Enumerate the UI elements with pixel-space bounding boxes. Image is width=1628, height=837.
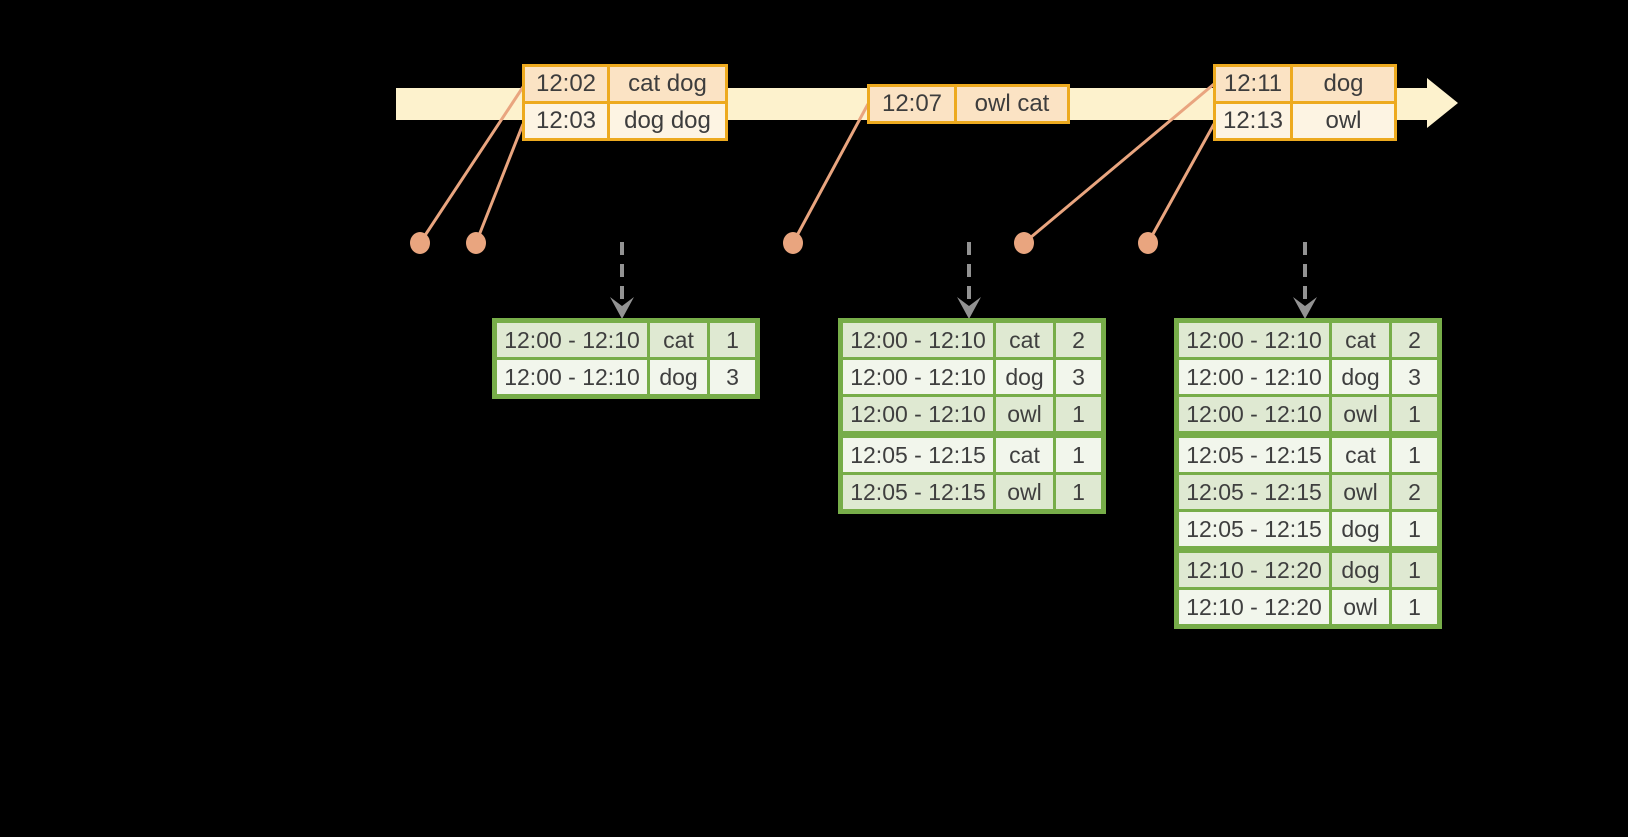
result-row: 12:10 - 12:20 dog 1 [1175,546,1441,590]
word-cell: cat [647,319,710,360]
result-row: 12:05 - 12:15 owl 2 [1175,472,1441,512]
event-connector-line [474,123,525,244]
result-row: 12:10 - 12:20 owl 1 [1175,587,1441,628]
word-cell: cat [1329,319,1392,360]
count-cell: 1 [1389,546,1441,590]
result-row: 12:00 - 12:10 cat 1 [493,319,759,360]
word-cell: cat [993,431,1056,475]
count-cell: 1 [1389,509,1441,551]
word-cell: dog [1329,546,1392,590]
count-cell: 1 [1053,394,1105,436]
event-time-cell: 12:13 [1213,101,1293,141]
window-cell: 12:00 - 12:10 [493,357,650,398]
result-row: 12:00 - 12:10 dog 3 [839,357,1105,397]
window-cell: 12:05 - 12:15 [839,472,996,513]
count-cell: 3 [1389,357,1441,397]
event-time-cell: 12:07 [867,84,957,124]
event-words-cell: dog [1290,64,1397,104]
count-cell: 3 [1053,357,1105,397]
word-cell: dog [1329,509,1392,551]
word-cell: dog [647,357,710,398]
count-cell: 1 [1389,587,1441,628]
result-row: 12:05 - 12:15 cat 1 [1175,431,1441,475]
event-words-cell: dog dog [607,101,728,141]
window-cell: 12:05 - 12:15 [1175,472,1332,512]
result-row: 12:00 - 12:10 dog 3 [1175,357,1441,397]
window-cell: 12:00 - 12:10 [1175,394,1332,436]
window-cell: 12:05 - 12:15 [1175,509,1332,551]
window-cell: 12:10 - 12:20 [1175,546,1332,590]
event-row: 12:13 owl [1213,101,1397,141]
event-time-cell: 12:11 [1213,64,1293,104]
result-row: 12:00 - 12:10 owl 1 [839,394,1105,436]
result-row: 12:00 - 12:10 cat 2 [839,319,1105,360]
count-cell: 1 [1053,472,1105,513]
word-cell: owl [1329,472,1392,512]
result-table-3: 12:00 - 12:10 cat 2 12:00 - 12:10 dog 3 … [1174,318,1442,629]
event-row: 12:02 cat dog [522,64,728,104]
trigger-arrow-head [957,297,981,319]
event-dot [466,232,486,254]
word-cell: owl [1329,587,1392,628]
result-table-1: 12:00 - 12:10 cat 1 12:00 - 12:10 dog 3 [492,318,760,399]
result-row: 12:05 - 12:15 owl 1 [839,472,1105,513]
window-cell: 12:00 - 12:10 [839,319,996,360]
event-connector-line [1023,82,1215,245]
word-cell: owl [993,394,1056,436]
count-cell: 1 [1389,431,1441,475]
event-table-3: 12:11 dog 12:13 owl [1213,64,1397,141]
window-cell: 12:00 - 12:10 [1175,357,1332,397]
count-cell: 2 [1053,319,1105,360]
event-words-cell: owl [1290,101,1397,141]
event-table-2: 12:07 owl cat [867,84,1070,124]
event-connector-line [1146,123,1216,244]
window-cell: 12:00 - 12:10 [493,319,650,360]
event-time-cell: 12:03 [522,101,610,141]
event-words-cell: owl cat [954,84,1070,124]
event-dot [783,232,803,254]
window-cell: 12:05 - 12:15 [839,431,996,475]
event-table-1: 12:02 cat dog 12:03 dog dog [522,64,728,141]
event-connector-line [418,86,525,244]
word-cell: cat [993,319,1056,360]
event-dot [1138,232,1158,254]
window-cell: 12:10 - 12:20 [1175,587,1332,628]
count-cell: 3 [707,357,759,398]
event-words-cell: cat dog [607,64,728,104]
word-cell: dog [1329,357,1392,397]
word-cell: owl [993,472,1056,513]
window-cell: 12:00 - 12:10 [1175,319,1332,360]
event-dot [410,232,430,254]
event-dot [1014,232,1034,254]
event-row: 12:03 dog dog [522,101,728,141]
count-cell: 1 [1389,394,1441,436]
window-cell: 12:00 - 12:10 [839,357,996,397]
result-row: 12:05 - 12:15 dog 1 [1175,509,1441,551]
event-connector-line [791,103,870,244]
window-cell: 12:00 - 12:10 [839,394,996,436]
window-cell: 12:05 - 12:15 [1175,431,1332,475]
result-row: 12:00 - 12:10 owl 1 [1175,394,1441,436]
event-row: 12:07 owl cat [867,84,1070,124]
word-cell: cat [1329,431,1392,475]
result-row: 12:00 - 12:10 dog 3 [493,357,759,398]
event-row: 12:11 dog [1213,64,1397,104]
word-cell: owl [1329,394,1392,436]
word-cell: dog [993,357,1056,397]
count-cell: 2 [1389,472,1441,512]
result-row: 12:05 - 12:15 cat 1 [839,431,1105,475]
result-row: 12:00 - 12:10 cat 2 [1175,319,1441,360]
event-time-cell: 12:02 [522,64,610,104]
count-cell: 1 [1053,431,1105,475]
trigger-arrow-head [1293,297,1317,319]
count-cell: 1 [707,319,759,360]
count-cell: 2 [1389,319,1441,360]
result-table-2: 12:00 - 12:10 cat 2 12:00 - 12:10 dog 3 … [838,318,1106,514]
trigger-arrow-head [610,297,634,319]
